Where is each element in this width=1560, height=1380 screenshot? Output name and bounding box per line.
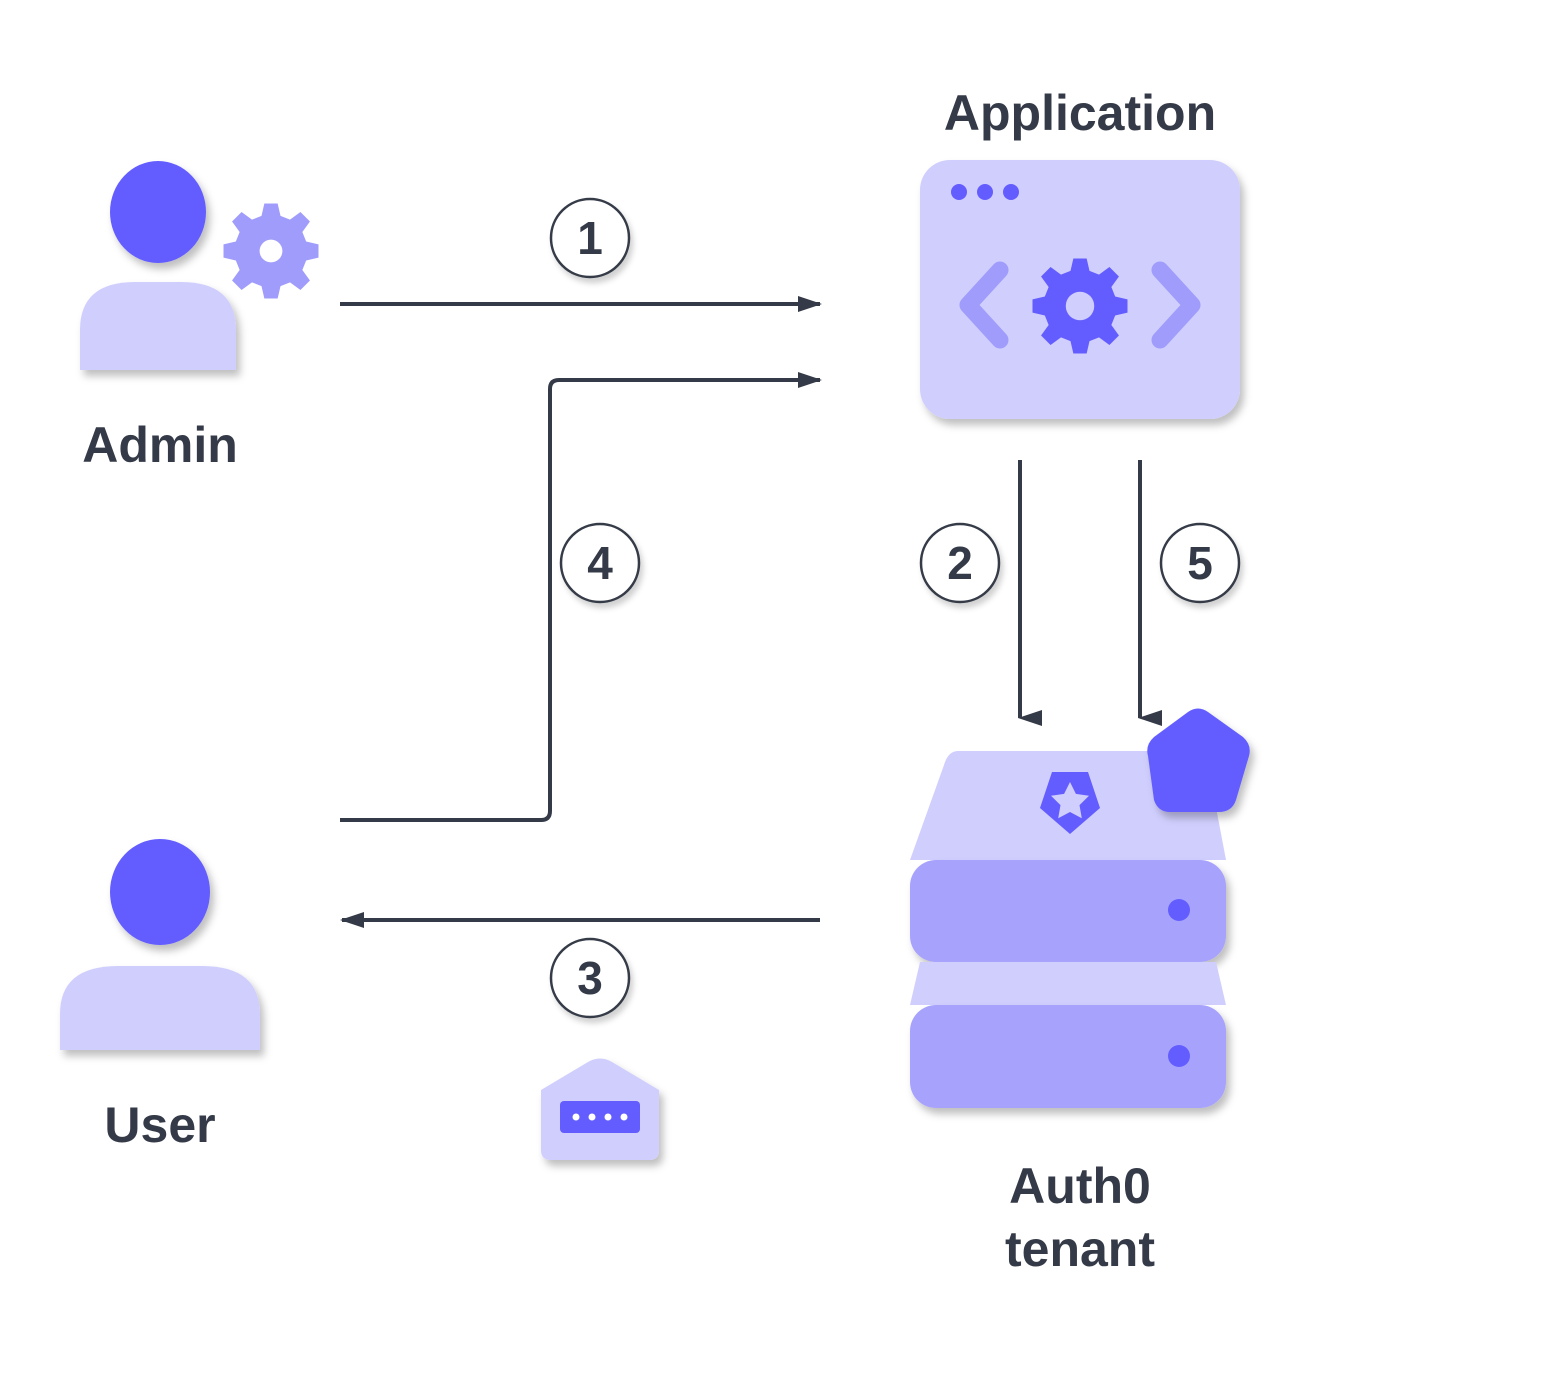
chevron-left-icon	[959, 261, 1009, 349]
window-dot-icon	[977, 184, 993, 200]
tenant-node: Auth0 tenant	[910, 708, 1250, 1277]
step-number: 1	[577, 212, 603, 264]
step-number: 2	[947, 537, 973, 589]
pentagon-icon	[1147, 708, 1250, 812]
step-badge-1: 1	[549, 197, 631, 279]
step-number: 4	[587, 537, 613, 589]
admin-person-icon	[80, 161, 236, 370]
application-node: Application	[920, 85, 1240, 419]
step-badge-5: 5	[1159, 522, 1241, 604]
admin-label: Admin	[82, 417, 238, 473]
application-label: Application	[944, 85, 1216, 141]
auth0-shield-icon	[1040, 772, 1100, 834]
server-led-icon	[1168, 1045, 1190, 1067]
server-led-icon	[1168, 899, 1190, 921]
browser-window-code-icon	[920, 160, 1240, 419]
user-person-icon	[60, 839, 260, 1050]
arrow-step-4	[340, 372, 822, 822]
step-badge-2: 2	[919, 522, 1001, 604]
step-badge-4: 4	[559, 522, 641, 604]
code-field	[560, 1101, 640, 1133]
connectors	[340, 296, 1162, 928]
admin-node: Admin	[80, 161, 319, 473]
window-dot-icon	[1003, 184, 1019, 200]
step-number: 5	[1187, 537, 1213, 589]
tenant-label-line2: tenant	[1005, 1221, 1155, 1277]
user-node: User	[60, 839, 260, 1153]
envelope-code-icon	[541, 1058, 659, 1160]
window-dot-icon	[951, 184, 967, 200]
tenant-label-line1: Auth0	[1009, 1158, 1151, 1214]
gear-icon	[1032, 258, 1128, 354]
step-badge-3: 3	[549, 937, 631, 1019]
chevron-right-icon	[1151, 261, 1201, 349]
step-number: 3	[577, 952, 603, 1004]
server-stack-icon	[910, 751, 1226, 1108]
gear-icon	[223, 203, 319, 299]
user-label: User	[104, 1097, 215, 1153]
